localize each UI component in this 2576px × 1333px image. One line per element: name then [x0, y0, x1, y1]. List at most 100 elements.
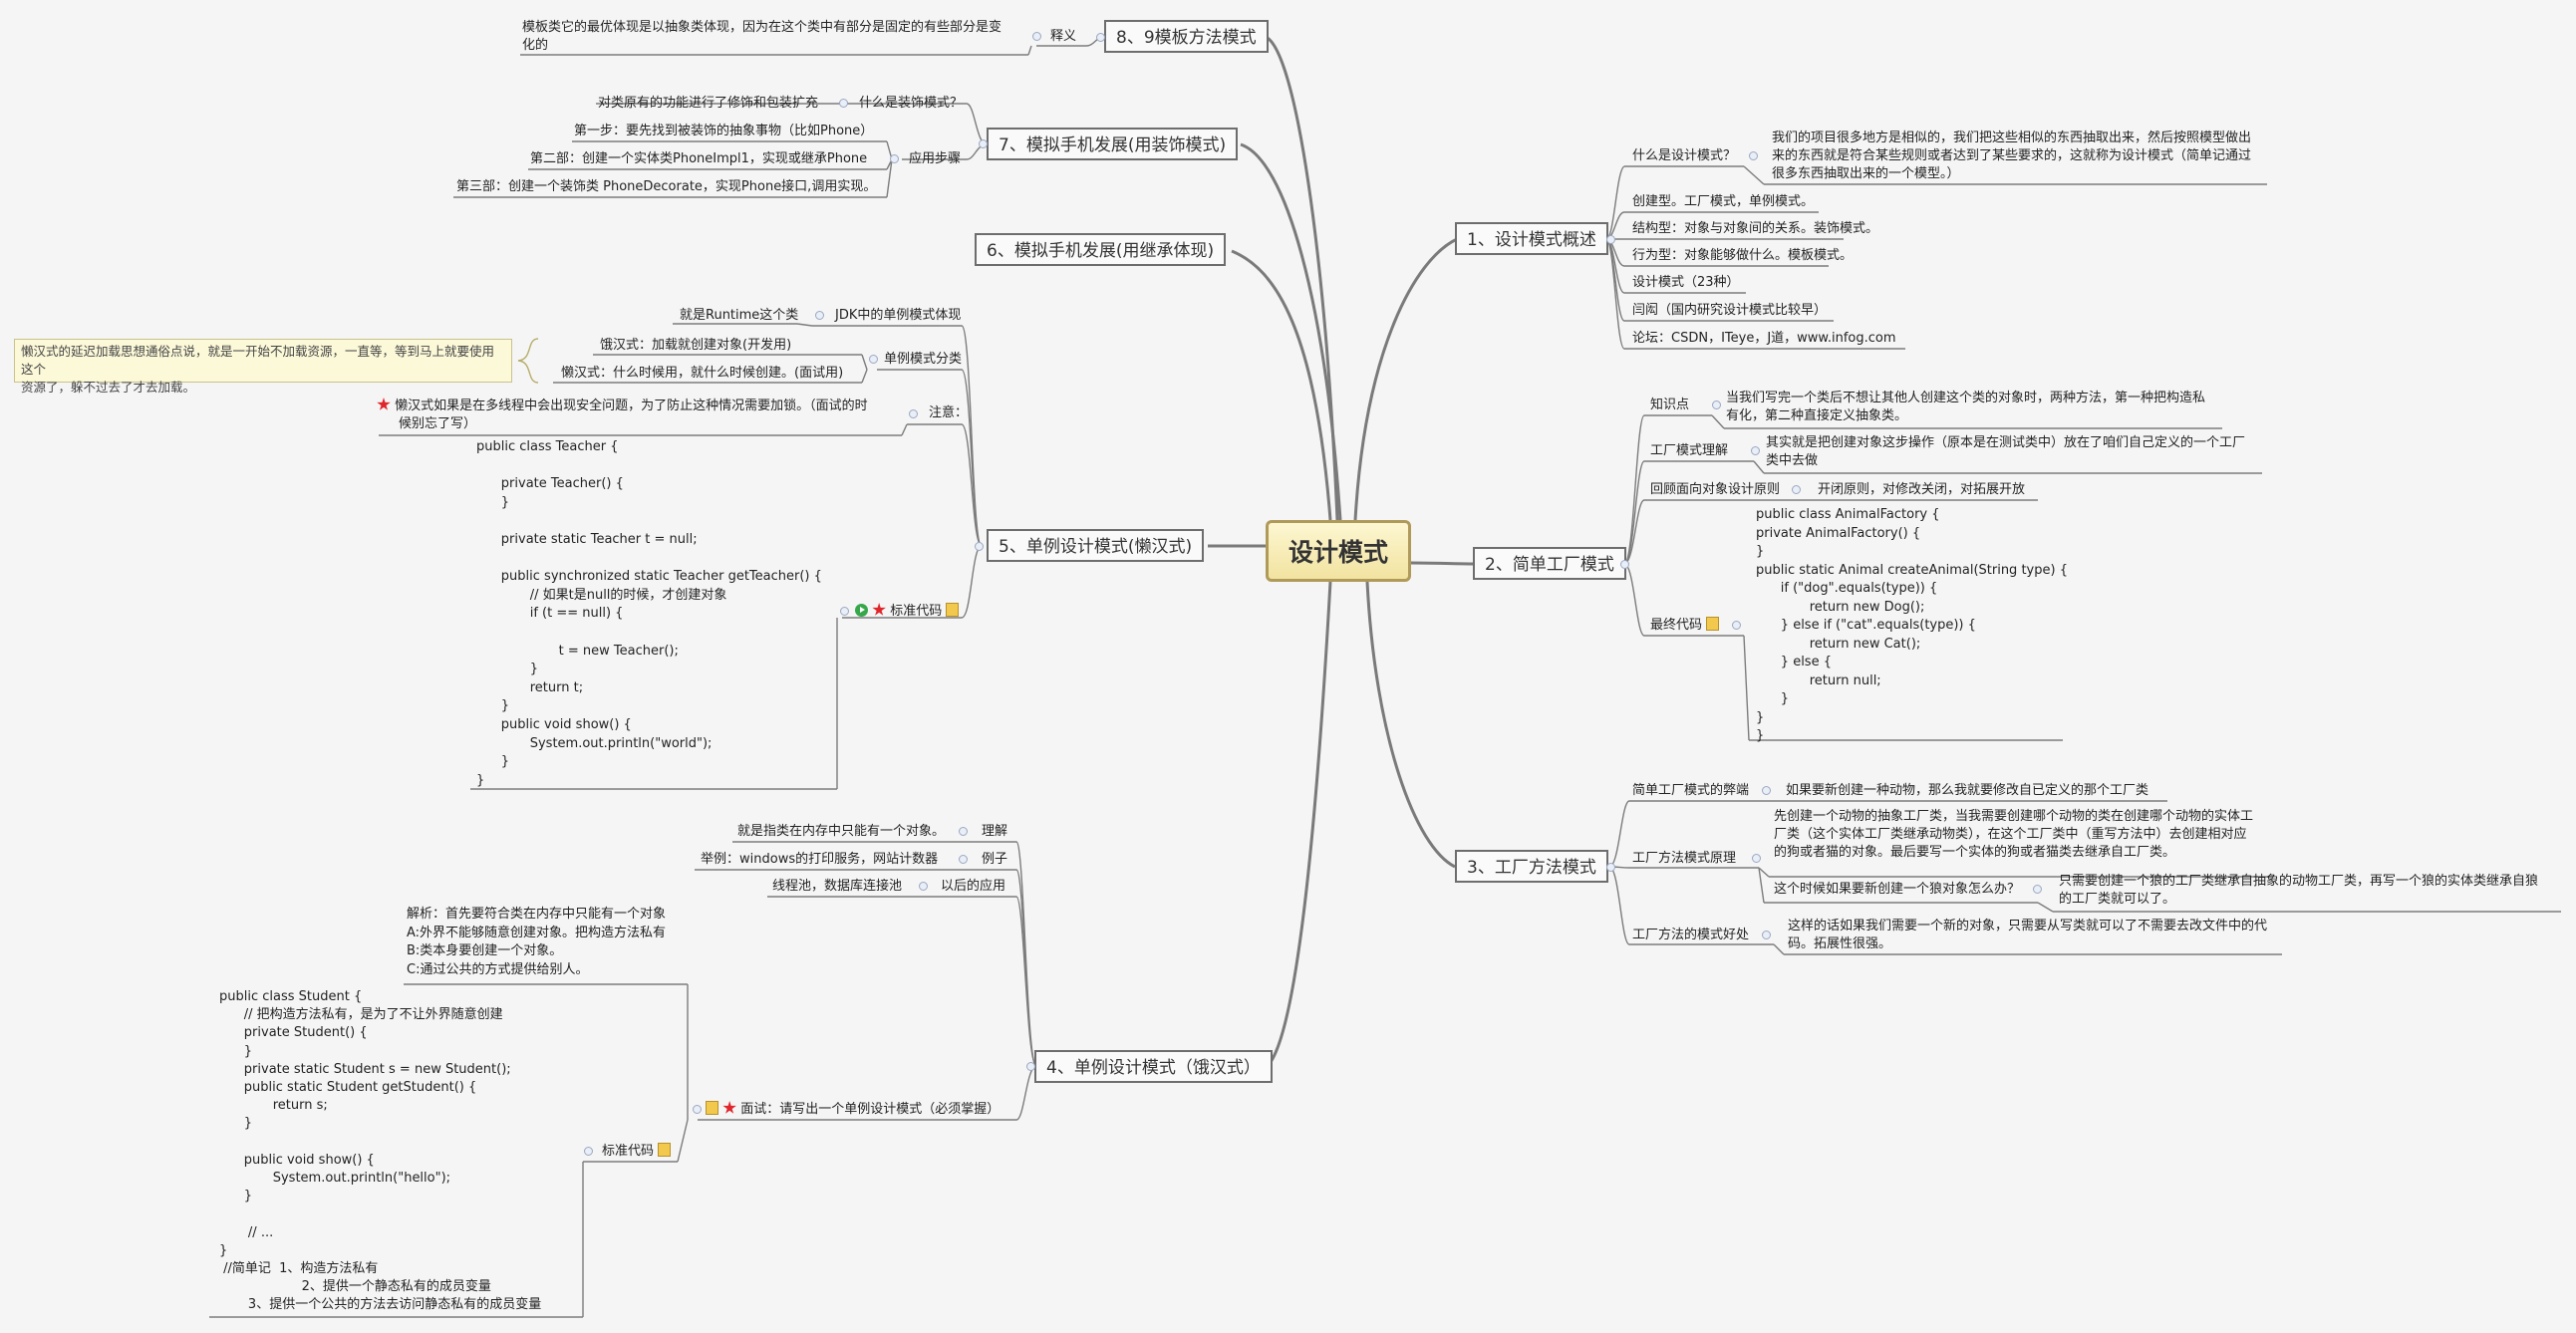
expand-icon[interactable] [959, 827, 968, 836]
expand-icon[interactable] [693, 1105, 702, 1114]
what-is-pattern-line1: 我们的项目很多地方是相似的，我们把这些相似的东西抽取出来，然后按照模型做出 [1772, 131, 2252, 145]
branch-template-method[interactable]: 8、9模板方法模式 [1104, 20, 1269, 53]
singleton-analysis: 解析：首先要符合类在内存中只能有一个对象 A:外界不能够随意创建对象。把构造方法… [407, 907, 667, 977]
future-use-text: 线程池，数据库连接池 [772, 879, 903, 894]
expand-icon[interactable] [1762, 931, 1771, 939]
method-principle-line3: 的狗或者猫的对象。最后要写一个实体的狗或者猫类去继承自工厂类。 [1774, 845, 2176, 860]
apply-steps-label[interactable]: 应用步骤 [909, 151, 962, 166]
attention-label[interactable]: 注意： [929, 405, 969, 420]
collapse-icon[interactable] [1620, 560, 1629, 569]
what-is-decorator-label[interactable]: 什么是装饰模式？ [859, 96, 964, 111]
example-text: 举例：windows的打印服务，网站计数器 [701, 852, 939, 867]
example-label[interactable]: 例子 [982, 852, 1008, 867]
factory-understand-label[interactable]: 工厂模式理解 [1650, 443, 1729, 458]
animal-factory-code: public class AnimalFactory { private Ani… [1756, 507, 2068, 743]
drawback-label[interactable]: 简单工厂模式的弊端 [1632, 783, 1750, 798]
lazy-loading-note: 懒汉式的延迟加载思想通俗点说，就是一开始不加载资源，一直等，等到马上就要使用这个… [14, 339, 512, 395]
benefit-line2: 码。拓展性很强。 [1788, 936, 1892, 951]
root-topic[interactable]: 设计模式 [1266, 520, 1411, 582]
attention-text: 懒汉式如果是在多线程中会出现安全问题，为了防止这种情况需要加锁。（面试的时 [377, 398, 868, 415]
what-is-pattern-label[interactable]: 什么是设计模式？ [1632, 148, 1737, 163]
decorator-step1[interactable]: 第一步：要先找到被装饰的抽象事物（比如Phone） [574, 124, 874, 138]
hungry-type-text[interactable]: 饿汉式：加载就创建对象(开发用) [600, 338, 792, 353]
behavioral-item[interactable]: 行为型：对象能够做什么。模板模式。 [1632, 248, 1854, 263]
decorator-step3[interactable]: 第三部：创建一个装饰类 PhoneDecorate，实现Phone接口,调用实现… [456, 179, 877, 194]
benefit-label[interactable]: 工厂方法的模式好处 [1632, 928, 1750, 942]
play-icon [855, 604, 868, 617]
expand-icon[interactable] [919, 882, 928, 891]
yanhong-item[interactable]: 闫闳（国内研究设计模式比较早） [1632, 303, 1828, 318]
method-principle-line2: 厂类（这个实体工厂类继承动物类），在这个工厂类中（重写方法中）去创建相对应 [1774, 827, 2247, 842]
expand-icon[interactable] [1752, 854, 1761, 863]
oo-principle-text: 开闭原则，对修改关闭，对拓展开放 [1818, 482, 2026, 497]
expand-icon[interactable] [840, 607, 849, 616]
pattern-count-item[interactable]: 设计模式（23种） [1632, 275, 1740, 290]
hungry-std-code-label[interactable]: 标准代码 [602, 1143, 672, 1161]
memo-icon [706, 1101, 718, 1115]
template-def-line1: 模板类它的最优体现是以抽象类体现，因为在这个类中有部分是固定的有些部分是变 [522, 20, 1002, 35]
jdk-singleton-label[interactable]: JDK中的单例模式体现 [835, 308, 962, 323]
lazy-std-code-label[interactable]: 标准代码 [855, 603, 960, 621]
expand-icon[interactable] [839, 99, 848, 108]
collapse-icon[interactable] [979, 139, 988, 148]
collapse-icon[interactable] [1606, 863, 1615, 872]
method-principle-label[interactable]: 工厂方法模式原理 [1632, 851, 1737, 866]
wolf-question[interactable]: 这个时候如果要新创建一个狼对象怎么办？ [1774, 882, 2021, 897]
collapse-icon[interactable] [975, 542, 984, 551]
creational-item[interactable]: 创建型。工厂模式，单例模式。 [1632, 194, 1815, 209]
memo-icon [946, 603, 960, 617]
expand-icon[interactable] [1792, 485, 1801, 494]
knowledge-label[interactable]: 知识点 [1650, 398, 1690, 412]
branch-factory-method[interactable]: 3、工厂方法模式 [1455, 850, 1608, 883]
expand-icon[interactable] [909, 409, 918, 418]
branch-decorator[interactable]: 7、模拟手机发展(用装饰模式) [987, 128, 1239, 160]
expand-icon[interactable] [1751, 446, 1760, 455]
collapse-icon[interactable] [1026, 1062, 1035, 1071]
expand-icon[interactable] [959, 855, 968, 864]
branch-simple-factory[interactable]: 2、简单工厂模式 [1473, 547, 1626, 580]
wolf-answer-line1: 只需要创建一个狼的工厂类继承自抽象的动物工厂类，再写一个狼的实体类继承自狼 [2059, 874, 2539, 889]
drawback-text: 如果要新创建一种动物，那么我就要修改自已定义的那个工厂类 [1786, 783, 2149, 798]
structural-item[interactable]: 结构型：对象与对象间的关系。装饰模式。 [1632, 221, 1879, 236]
branch-lazy-singleton[interactable]: 5、单例设计模式(懒汉式) [987, 529, 1205, 562]
expand-icon[interactable] [890, 154, 899, 163]
singleton-category-label[interactable]: 单例模式分类 [884, 352, 963, 367]
future-use-label[interactable]: 以后的应用 [941, 879, 1006, 894]
branch-inheritance[interactable]: 6、模拟手机发展(用继承体现) [975, 233, 1227, 266]
interview-label[interactable]: 面试：请写出一个单例设计模式（必须掌握） [706, 1101, 1000, 1119]
memo-icon [658, 1143, 672, 1157]
forum-item[interactable]: 论坛：CSDN，ITeye，J道，www.infog.com [1632, 331, 1896, 346]
collapse-icon[interactable] [1606, 235, 1615, 244]
decorator-step2[interactable]: 第二部：创建一个实体类PhoneImpl1，实现或继承Phone [530, 151, 868, 166]
final-code-label[interactable]: 最终代码 [1650, 617, 1720, 635]
branch-overview[interactable]: 1、设计模式概述 [1455, 222, 1608, 255]
what-is-pattern-line2: 来的东西就是符合某些规则或者达到了某些要求的，这就称为设计模式（简单记通过 [1772, 148, 2252, 163]
expand-icon[interactable] [1712, 400, 1721, 409]
star-icon [872, 603, 886, 616]
teacher-code: public class Teacher { private Teacher()… [476, 439, 822, 788]
factory-understand-line1: 其实就是把创建对象这步操作（原本是在测试类中）放在了咱们自己定义的一个工厂 [1766, 435, 2246, 450]
lazy-type-text[interactable]: 懒汉式：什么时候用，就什么时候创建。(面试用) [561, 366, 844, 381]
star-icon [722, 1101, 736, 1114]
expand-icon[interactable] [1732, 621, 1741, 630]
expand-icon[interactable] [869, 355, 878, 364]
expand-icon[interactable] [584, 1147, 593, 1156]
branch-hungry-singleton[interactable]: 4、单例设计模式（饿汉式） [1034, 1050, 1273, 1083]
jdk-singleton-text: 就是Runtime这个类 [680, 308, 799, 323]
template-def-label[interactable]: 释义 [1050, 29, 1077, 44]
expand-icon[interactable] [815, 311, 824, 320]
star-icon [377, 398, 391, 410]
oo-principle-label[interactable]: 回顾面向对象设计原则 [1650, 482, 1781, 497]
collapse-icon[interactable] [1096, 33, 1105, 42]
memo-icon [1706, 617, 1720, 631]
template-def-line2: 化的 [522, 38, 549, 53]
expand-icon[interactable] [1032, 32, 1041, 41]
hungry-understand-label[interactable]: 理解 [982, 824, 1008, 839]
factory-understand-line2: 类中去做 [1766, 453, 1819, 468]
expand-icon[interactable] [1749, 151, 1758, 160]
what-is-pattern-line3: 很多东西抽取出来的一个模型。） [1772, 166, 1960, 181]
expand-icon[interactable] [1762, 786, 1771, 795]
expand-icon[interactable] [2033, 885, 2042, 894]
